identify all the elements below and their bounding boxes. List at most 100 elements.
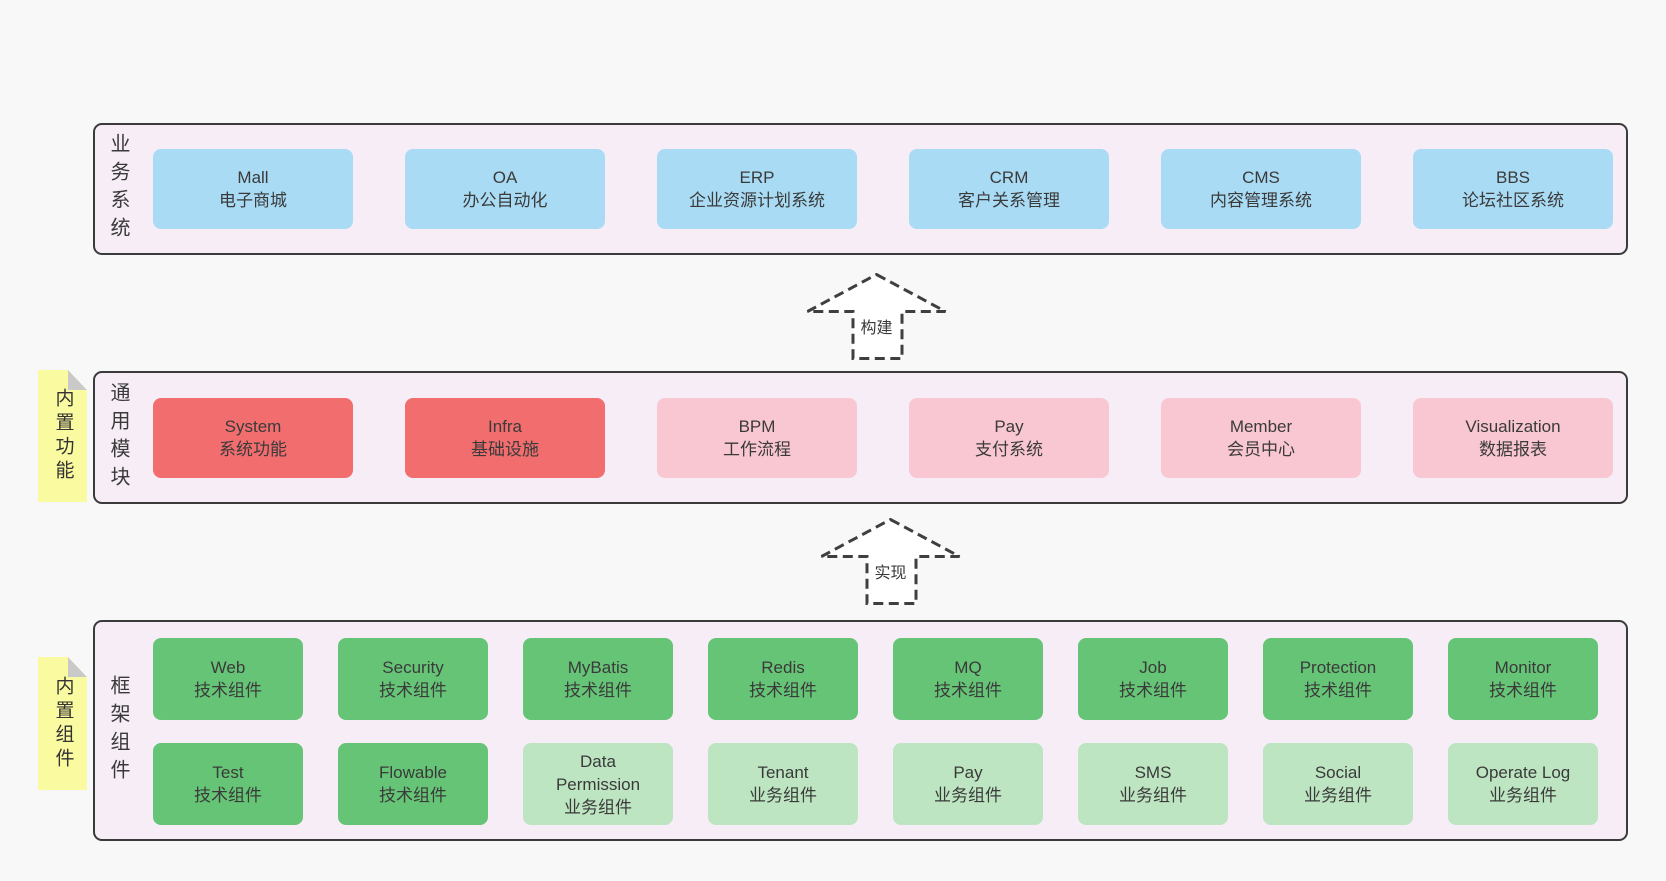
box-title-zh: 技术组件 xyxy=(934,681,1002,700)
box-job: Job 技术组件 xyxy=(1078,638,1228,720)
sticky-note-text: 内置组件 xyxy=(52,675,74,772)
box-title-en: Mall xyxy=(237,168,269,187)
box-title-en: Pay xyxy=(953,763,983,782)
build-arrow: 构建 xyxy=(806,273,947,360)
box-title-en: ERP xyxy=(739,168,775,187)
box-title-zh: 数据报表 xyxy=(1479,440,1547,459)
box-title-en: Infra xyxy=(487,417,523,436)
box-test: Test 技术组件 xyxy=(153,743,303,825)
box-title-zh: 客户关系管理 xyxy=(958,191,1060,210)
box-title-zh: 论坛社区系统 xyxy=(1462,191,1564,210)
box-title-zh: 系统功能 xyxy=(219,440,287,459)
box-mybatis: MyBatis 技术组件 xyxy=(523,638,673,720)
box-title-zh: 技术组件 xyxy=(194,786,262,805)
box-operate-log: Operate Log 业务组件 xyxy=(1448,743,1598,825)
box-title-en: SMS xyxy=(1134,763,1172,782)
box-title-zh: 业务组件 xyxy=(1119,786,1187,805)
box-erp: ERP 企业资源计划系统 xyxy=(657,149,857,229)
box-title-zh: 工作流程 xyxy=(723,440,791,459)
box-title-en: MyBatis xyxy=(567,658,629,677)
box-title-en: Redis xyxy=(761,658,805,677)
box-title-zh: 技术组件 xyxy=(1489,681,1557,700)
box-tenant: Tenant 业务组件 xyxy=(708,743,858,825)
box-title-en: Job xyxy=(1139,658,1167,677)
box-mall: Mall 电子商城 xyxy=(153,149,353,229)
box-title-en: Security xyxy=(382,658,444,677)
dashed-up-arrow-icon xyxy=(806,273,947,360)
box-social: Social 业务组件 xyxy=(1263,743,1413,825)
box-monitor: Monitor 技术组件 xyxy=(1448,638,1598,720)
box-title-en: BBS xyxy=(1495,168,1531,187)
box-title-en: Tenant xyxy=(757,763,809,782)
box-title-en: MQ xyxy=(954,658,982,677)
box-title-zh: 技术组件 xyxy=(749,681,817,700)
build-arrow-label: 构建 xyxy=(860,320,893,337)
box-title-zh: 企业资源计划系统 xyxy=(689,191,825,210)
box-title-en: System xyxy=(224,417,282,436)
layer-label-modules: 通用模块 xyxy=(107,381,129,494)
box-title-en: CRM xyxy=(989,168,1029,187)
implement-arrow-label: 实现 xyxy=(874,565,907,582)
layer-label-components: 框架组件 xyxy=(107,674,129,787)
sticky-note-built-in-components: 内置组件 xyxy=(38,657,87,790)
box-title-en: Operate Log xyxy=(1475,763,1571,782)
sticky-note-text: 内置功能 xyxy=(52,388,74,484)
box-web: Web 技术组件 xyxy=(153,638,303,720)
box-title-en: Protection xyxy=(1299,658,1377,677)
box-bpm: BPM 工作流程 xyxy=(657,398,857,478)
box-title-zh: 业务组件 xyxy=(564,797,632,817)
box-title-en: Test xyxy=(212,763,244,782)
box-crm: CRM 客户关系管理 xyxy=(909,149,1109,229)
box-title-zh: 业务组件 xyxy=(934,786,1002,805)
sticky-note-built-in-features: 内置功能 xyxy=(38,370,87,502)
box-visualization: Visualization 数据报表 xyxy=(1413,398,1613,478)
box-pay: Pay 业务组件 xyxy=(893,743,1043,825)
layer-label-business: 业务系统 xyxy=(107,133,129,245)
box-title-zh: 业务组件 xyxy=(749,786,817,805)
box-title-zh: 电子商城 xyxy=(219,191,287,210)
box-title-zh: 基础设施 xyxy=(471,440,539,459)
box-title-en: Flowable xyxy=(378,763,448,782)
box-data-permission: Data Permission 业务组件 xyxy=(523,743,673,825)
box-title-zh: 会员中心 xyxy=(1227,440,1295,459)
box-title-en: BPM xyxy=(738,417,776,436)
box-sms: SMS 业务组件 xyxy=(1078,743,1228,825)
box-title-en: Web xyxy=(210,658,246,677)
box-title-en: Monitor xyxy=(1494,658,1552,677)
dashed-up-arrow-icon xyxy=(820,518,961,605)
box-title-zh: 技术组件 xyxy=(379,786,447,805)
box-title-en: Member xyxy=(1229,417,1293,436)
box-title-zh: 技术组件 xyxy=(564,681,632,700)
box-title-zh: 技术组件 xyxy=(194,681,262,700)
box-cms: CMS 内容管理系统 xyxy=(1161,149,1361,229)
box-title-zh: 办公自动化 xyxy=(462,191,548,210)
box-title-en: Visualization xyxy=(1465,417,1561,436)
box-title-zh: 业务组件 xyxy=(1489,786,1557,805)
box-mq: MQ 技术组件 xyxy=(893,638,1043,720)
box-title-zh: 业务组件 xyxy=(1304,786,1372,805)
box-redis: Redis 技术组件 xyxy=(708,638,858,720)
box-title-zh: 技术组件 xyxy=(1119,681,1187,700)
box-member: Member 会员中心 xyxy=(1161,398,1361,478)
box-title-zh: 内容管理系统 xyxy=(1210,191,1312,210)
box-title-en: Data Permission xyxy=(555,751,641,794)
box-title-en: Social xyxy=(1314,763,1362,782)
box-title-en: CMS xyxy=(1242,168,1280,187)
box-title-zh: 支付系统 xyxy=(975,440,1043,459)
box-flowable: Flowable 技术组件 xyxy=(338,743,488,825)
implement-arrow: 实现 xyxy=(820,518,961,605)
